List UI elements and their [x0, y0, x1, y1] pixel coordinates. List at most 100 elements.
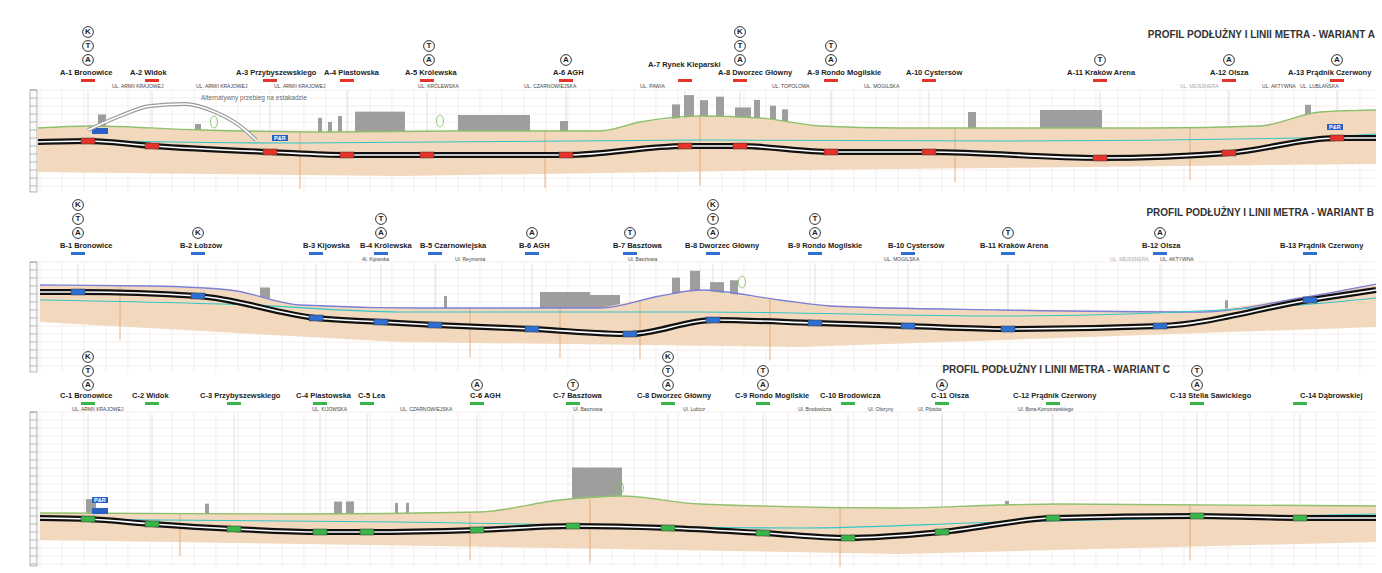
circle-outline — [424, 41, 435, 52]
station-marker — [428, 252, 442, 255]
station-box — [756, 530, 770, 536]
viaduct-alternative — [88, 104, 256, 140]
station-name: A-13 Prądnik Czerwony — [1288, 69, 1371, 78]
transport-letter: A — [423, 54, 435, 66]
circle-outline — [708, 214, 719, 225]
station-marker — [1153, 252, 1167, 255]
transport-circle: T — [1094, 54, 1106, 66]
transport-letter: A — [936, 379, 948, 391]
scale-tick — [30, 436, 37, 437]
scale-tick — [30, 460, 37, 461]
station-name: A-10 Cystersów — [906, 69, 962, 78]
transport-letter: A — [471, 379, 483, 391]
transport-circle: A — [825, 54, 837, 66]
circle-outline — [1332, 55, 1343, 66]
station-name: A-5 Królewska — [405, 69, 457, 78]
transport-letter: T — [82, 365, 94, 377]
station-name: A-8 Dworzec Główny — [718, 69, 792, 78]
station-name: C-12 Prądnik Czerwony — [1013, 392, 1096, 401]
station-box — [309, 315, 323, 321]
transport-letter: K — [192, 227, 204, 239]
station-name: C-14 Dąbrowskiej — [1300, 392, 1363, 401]
station-box — [81, 516, 95, 522]
circle-outline — [561, 55, 572, 66]
street-name: UL. ARMII KRAJOWEJ — [112, 84, 163, 90]
street-name: UL. KRÓLEWSKA — [418, 84, 459, 90]
station-marker — [559, 79, 573, 82]
profile-panel — [30, 252, 1376, 372]
grid-line — [150, 412, 151, 566]
scale-tick — [30, 286, 37, 287]
transport-circle: T — [624, 227, 636, 239]
station-guide — [1300, 414, 1301, 518]
grid-line — [128, 412, 129, 566]
transport-circle: T — [662, 365, 674, 377]
scale-tick — [30, 154, 37, 155]
transport-circle: T — [707, 213, 719, 225]
transport-circle: T — [82, 365, 94, 377]
circle-outline — [83, 380, 94, 391]
scale-tick — [30, 114, 37, 115]
street-name: UL. LUBLAŃSKA — [1300, 84, 1339, 90]
street-name: UL. CZARNOWIEJSKA — [524, 84, 576, 90]
station-box — [733, 143, 747, 149]
transport-letter: T — [707, 213, 719, 225]
scale-tick — [30, 326, 37, 327]
station-marker — [808, 252, 822, 255]
street-name: UL. MEISSNERA — [1180, 84, 1219, 90]
circle-outline — [1003, 228, 1014, 239]
street-name: UL. ARMII KRAJOWEJ — [72, 407, 123, 413]
station-marker — [1190, 402, 1204, 405]
transport-letter: A — [1191, 379, 1203, 391]
station-box — [623, 331, 637, 337]
scale-tick — [30, 532, 37, 533]
grid-line — [38, 460, 1376, 461]
station-marker — [1222, 79, 1236, 82]
street-name: UL. ARMII KRAJOWEJ — [274, 84, 325, 90]
station-box — [566, 523, 580, 529]
transport-letter: K — [82, 26, 94, 38]
grid-line — [38, 186, 1376, 187]
grid-line — [38, 492, 1376, 493]
depth-scale — [30, 412, 37, 566]
scale-tick — [30, 318, 37, 319]
transport-letter: T — [825, 40, 837, 52]
circle-outline — [735, 27, 746, 38]
grid-line — [38, 500, 1376, 501]
station-marker — [227, 402, 241, 405]
transport-circle: A — [526, 227, 538, 239]
viaduct-alternative — [88, 104, 256, 140]
circle-outline — [735, 41, 746, 52]
grid-line — [194, 412, 195, 566]
street-name: UL. TOPOLOWA — [772, 84, 810, 90]
circle-outline — [758, 380, 769, 391]
circle-outline — [1155, 228, 1166, 239]
grid-line — [38, 556, 1376, 557]
grid-line — [38, 358, 1376, 359]
scale-tick — [30, 170, 37, 171]
station-box — [1046, 515, 1060, 521]
transport-circle: T — [809, 213, 821, 225]
station-name: B-7 Basztowa — [613, 242, 662, 251]
transport-circle: T — [1191, 365, 1203, 377]
grid-line — [38, 366, 1376, 367]
circle-outline — [73, 228, 84, 239]
scale-tick — [30, 564, 37, 565]
scale-tick — [30, 452, 37, 453]
transport-circle: T — [72, 213, 84, 225]
street-name: Ul. Brodowicza — [798, 407, 831, 413]
transport-letter: T — [1002, 227, 1014, 239]
station-name: B-2 Łobzów — [180, 242, 222, 251]
profile-panel — [30, 79, 1376, 192]
station-name: C-9 Rondo Mogilskie — [735, 392, 809, 401]
transport-letter: T — [624, 227, 636, 239]
scale-tick — [30, 508, 37, 509]
scale-tick — [30, 278, 37, 279]
station-name: B-10 Cystersów — [888, 242, 944, 251]
street-name: Ul. Bora-Komorowskiego — [1018, 407, 1073, 413]
circle-outline — [810, 214, 821, 225]
station-marker — [1303, 252, 1317, 255]
station-guide — [234, 414, 235, 529]
station-name: B-5 Czarnowiejska — [420, 242, 486, 251]
